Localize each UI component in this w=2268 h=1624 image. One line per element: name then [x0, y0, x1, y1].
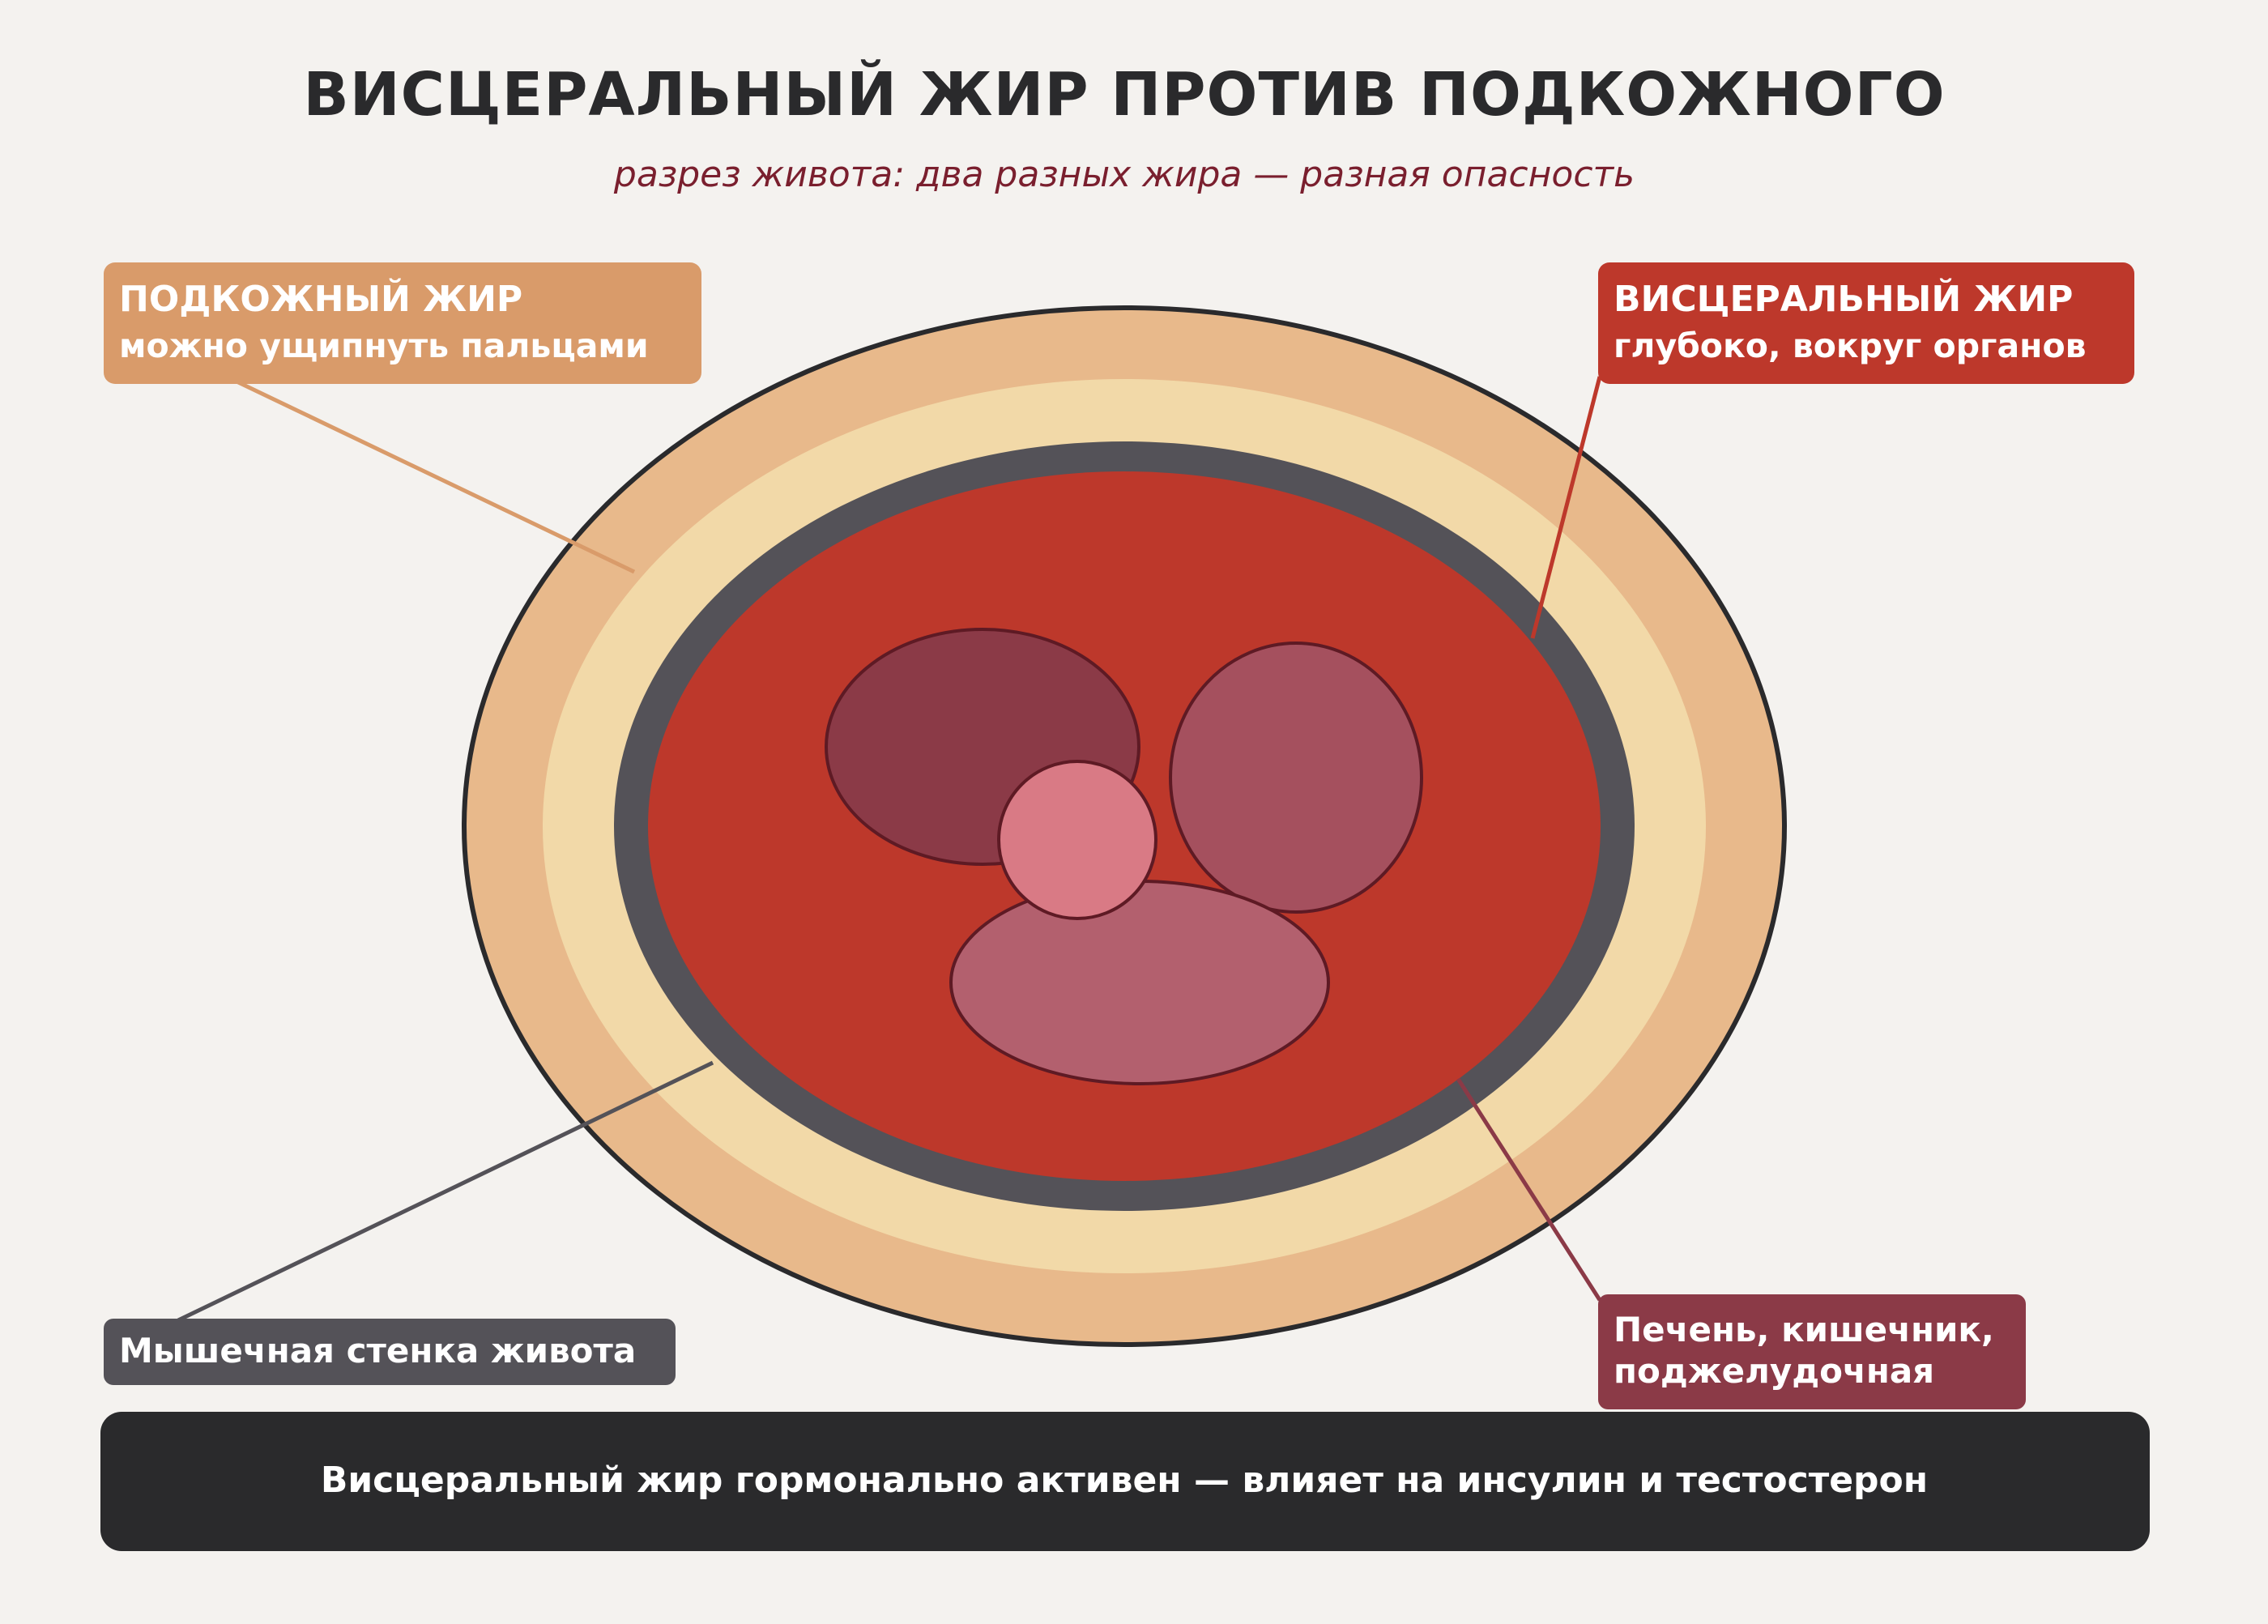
- organs-leader-line: [1456, 1077, 1602, 1302]
- visceral-label-title: ВИСЦЕРАЛЬНЫЙ ЖИР: [1614, 277, 2073, 320]
- subcutaneous-label-title: ПОДКОЖНЫЙ ЖИР: [119, 277, 522, 320]
- page-title: ВИСЦЕРАЛЬНЫЙ ЖИР ПРОТИВ ПОДКОЖНОГО: [303, 58, 1945, 130]
- subcutaneous-label-box: [104, 262, 701, 384]
- subcutaneous-label-desc: можно ущипнуть пальцами: [119, 326, 649, 365]
- muscle-label-box: [104, 1319, 676, 1385]
- muscle-label-text: Мышечная стенка живота: [119, 1331, 636, 1370]
- footer-banner: Висцеральный жир гормонально активен — в…: [100, 1412, 2150, 1551]
- organs-label-line2: поджелудочная: [1614, 1351, 1934, 1391]
- visceral-fat-callout: ВИСЦЕРАЛЬНЫЙ ЖИР глубоко, вокруг органов: [1598, 262, 2134, 384]
- organ-intestine: [949, 880, 1330, 1085]
- subcutaneous-leader-line: [233, 378, 636, 574]
- visceral-label-desc: глубоко, вокруг органов: [1614, 326, 2087, 365]
- organs-callout: Печень, кишечник, поджелудочная: [1598, 1294, 2026, 1409]
- visceral-leader-line: [1530, 376, 1602, 639]
- page-subtitle: разрез живота: два разных жира — разная …: [613, 154, 1635, 195]
- subcutaneous-fat-callout: ПОДКОЖНЫЙ ЖИР можно ущипнуть пальцами: [104, 262, 701, 384]
- abdomen-cross-section: [462, 305, 1787, 1347]
- footer-text: Висцеральный жир гормонально активен — в…: [321, 1460, 1928, 1501]
- organs-label-box: [1598, 1294, 2026, 1409]
- visceral-label-box: [1598, 262, 2134, 384]
- organs-label-line1: Печень, кишечник,: [1614, 1310, 1994, 1349]
- muscle-wall-callout: Мышечная стенка живота: [104, 1319, 676, 1385]
- organ-pancreas: [997, 760, 1157, 920]
- organ-stomach: [1169, 642, 1423, 914]
- footer-box: [100, 1412, 2150, 1551]
- muscle-leader-line: [177, 1060, 714, 1323]
